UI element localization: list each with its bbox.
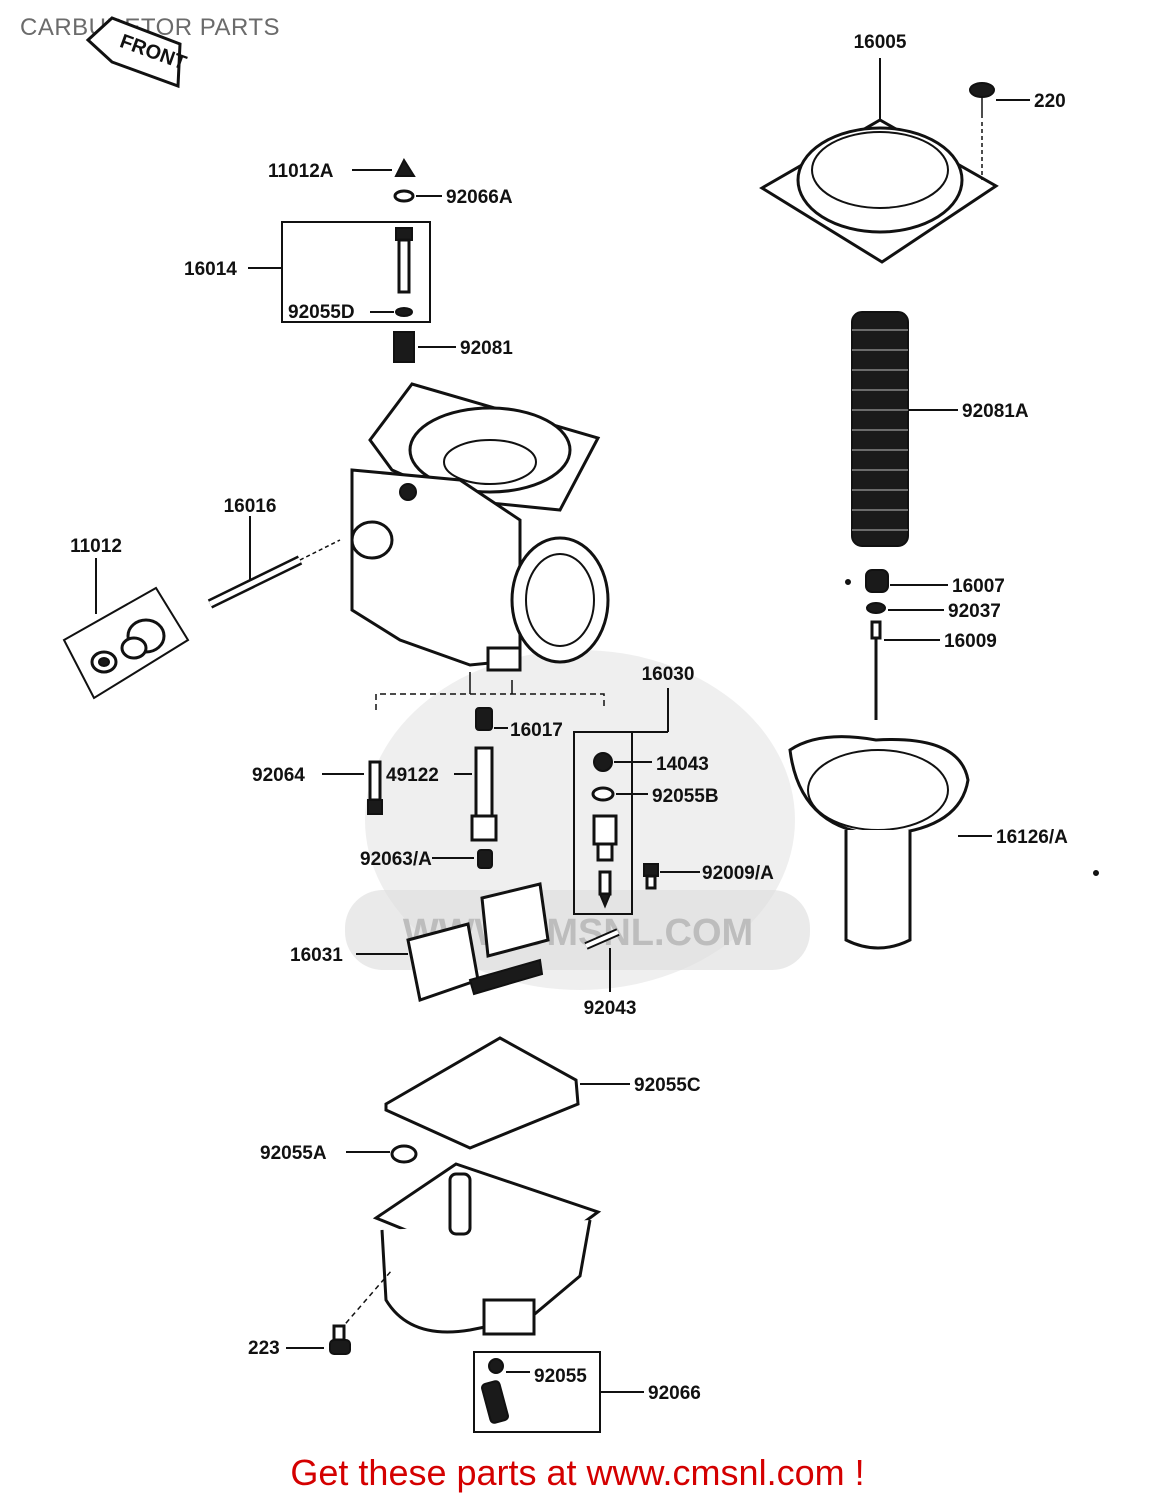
- part-92081A-vacuum-spring[interactable]: [851, 311, 909, 547]
- part-220-screw[interactable]: [969, 82, 995, 118]
- label-92055A: 92055A: [260, 1143, 327, 1164]
- part-92064-screw[interactable]: [367, 760, 383, 815]
- label-92055D: 92055D: [288, 302, 355, 323]
- label-16007: 16007: [952, 576, 1005, 597]
- label-92063A: 92063/A: [360, 849, 432, 870]
- part-11012-cap-kit[interactable]: [62, 586, 190, 700]
- part-11012A-cap[interactable]: [394, 157, 416, 177]
- label-92081A: 92081A: [962, 401, 1029, 422]
- label-92055C: 92055C: [634, 1075, 701, 1096]
- label-92066: 92066: [648, 1383, 701, 1404]
- label-11012: 11012: [70, 536, 122, 557]
- label-92055B: 92055B: [652, 786, 719, 807]
- part-92066-drain-screw[interactable]: [481, 1380, 509, 1424]
- part-16031-float[interactable]: [406, 882, 550, 1002]
- label-92009A: 92009/A: [702, 863, 774, 884]
- part-92009A-screw[interactable]: [643, 863, 659, 890]
- label-92066A: 92066A: [446, 187, 513, 208]
- label-16009: 16009: [944, 631, 997, 652]
- label-16014: 16014: [184, 259, 237, 280]
- part-92081-spring[interactable]: [393, 331, 415, 363]
- part-92055D-o-ring[interactable]: [395, 307, 413, 317]
- part-92055A-o-ring[interactable]: [390, 1144, 418, 1164]
- label-16016: 16016: [224, 496, 277, 517]
- label-92081: 92081: [460, 338, 513, 359]
- label-92055: 92055: [534, 1366, 587, 1387]
- part-16016-pilot-screw[interactable]: [207, 539, 341, 609]
- label-92037: 92037: [948, 601, 1001, 622]
- part-92066A-washer[interactable]: [393, 189, 415, 203]
- label-14043: 14043: [656, 754, 709, 775]
- part-14043-cap[interactable]: [593, 752, 613, 772]
- part-16014-screw[interactable]: [395, 227, 413, 294]
- part-16017-needle-jet[interactable]: [475, 707, 493, 731]
- label-49122: 49122: [386, 765, 439, 786]
- front-direction-marker: FRONT: [85, 16, 189, 89]
- part-16126A-vacuum-piston[interactable]: [788, 735, 970, 950]
- label-16126A: 16126/A: [996, 827, 1068, 848]
- label-11012A: 11012A: [268, 161, 334, 182]
- label-223: 223: [248, 1338, 280, 1359]
- label-16005: 16005: [854, 32, 907, 53]
- part-16009-jet-needle[interactable]: [870, 620, 882, 720]
- part-16005-top-cover[interactable]: [759, 118, 999, 264]
- part-92055-o-ring[interactable]: [488, 1358, 504, 1374]
- part-92055C-gasket[interactable]: [384, 1036, 580, 1150]
- label-16017: 16017: [510, 720, 563, 741]
- part-223-screw[interactable]: [329, 1324, 351, 1355]
- label-16030: 16030: [642, 664, 695, 685]
- part-float-valve-seat[interactable]: [592, 814, 618, 862]
- part-92055B-o-ring[interactable]: [591, 786, 615, 802]
- part-92037-spring-seat[interactable]: [866, 602, 886, 614]
- footer-link-text[interactable]: Get these parts at www.cmsnl.com !: [290, 1452, 865, 1493]
- part-92063A-main-jet[interactable]: [477, 849, 493, 869]
- part-16007-needle-holder[interactable]: [865, 569, 889, 593]
- label-16031: 16031: [290, 945, 343, 966]
- label-92043: 92043: [584, 998, 637, 1019]
- part-49122-main-jet-holder[interactable]: [470, 746, 498, 842]
- label-220: 220: [1034, 91, 1066, 112]
- float-chamber-bowl[interactable]: [372, 1162, 602, 1336]
- part-float-valve-needle[interactable]: [598, 870, 612, 909]
- label-92064: 92064: [252, 765, 305, 786]
- carburetor-body[interactable]: [350, 382, 610, 672]
